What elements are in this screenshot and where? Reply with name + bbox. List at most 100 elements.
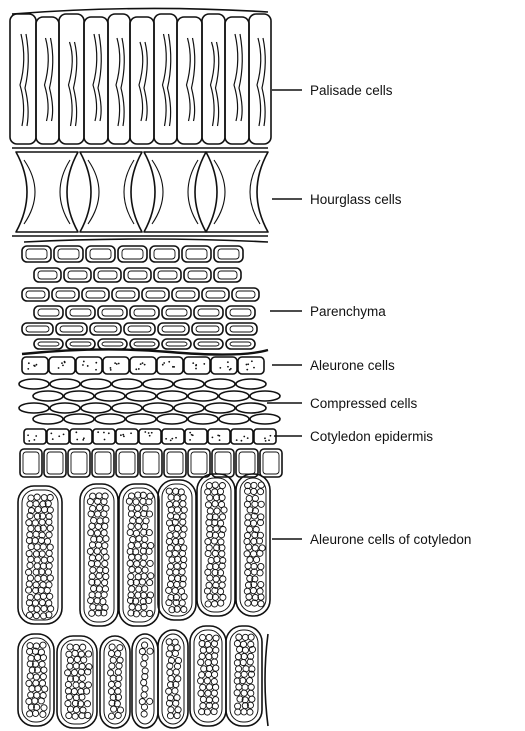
protein-grain (258, 601, 264, 607)
protein-grain (33, 501, 39, 507)
protein-grain (39, 680, 45, 686)
protein-grain (236, 634, 242, 640)
protein-grain (34, 557, 40, 563)
epidermis-granule (243, 436, 245, 438)
protein-grain (206, 482, 212, 488)
parenchyma-lumen (196, 326, 219, 332)
parenchyma-lumen (230, 326, 253, 332)
protein-grain (221, 507, 227, 513)
parenchyma-lumen (60, 326, 83, 332)
protein-grain (244, 532, 250, 538)
compressed-cell (157, 391, 187, 401)
protein-grain (41, 507, 47, 513)
protein-grain (103, 554, 109, 560)
protein-grain (207, 575, 213, 581)
protein-grain (147, 648, 153, 654)
protein-grain (129, 586, 135, 592)
parenchyma-cell (90, 323, 121, 335)
epidermis-granule (151, 432, 153, 434)
protein-grain (180, 532, 186, 538)
epidermis-granule (212, 437, 214, 439)
protein-grain (90, 567, 96, 573)
parenchyma-lumen (230, 342, 251, 346)
aleurone-granule (172, 366, 174, 368)
protein-grain (95, 523, 101, 529)
aleurone-granule (168, 361, 170, 363)
epidermis-granule (122, 434, 124, 436)
protein-grain (207, 526, 213, 532)
protein-grain (102, 543, 108, 549)
compressed-cell-layer (19, 379, 280, 424)
label-cotyledon-epidermis: Cotyledon epidermis (310, 429, 433, 444)
protein-grain (102, 580, 108, 586)
protein-grain (40, 674, 46, 680)
protein-grain (205, 601, 211, 607)
protein-grain (249, 696, 255, 702)
protein-grain (128, 511, 134, 517)
parenchyma-lumen (122, 249, 143, 259)
protein-grain (240, 659, 246, 665)
protein-grain (257, 588, 263, 594)
protein-grain (174, 645, 180, 651)
aleurone-cell-layer (22, 357, 264, 374)
protein-grain (101, 592, 107, 598)
protein-grain (181, 526, 187, 532)
palisade-lumen (144, 42, 147, 121)
palisade-lumen (50, 38, 53, 121)
cotyledon-epidermis-layer (24, 429, 276, 444)
palisade-lumen (234, 34, 238, 121)
protein-grain (173, 700, 179, 706)
parenchyma-lumen (236, 291, 255, 298)
protein-grain (27, 575, 33, 581)
aleurone-cell (238, 357, 264, 374)
protein-grain (200, 684, 206, 690)
epidermis-granule (191, 434, 193, 436)
subepidermal-lumen (215, 452, 231, 474)
palisade-cell (249, 14, 271, 144)
palisade-lumen (121, 38, 124, 126)
protein-grain (147, 698, 153, 704)
protein-grain (38, 698, 44, 704)
leader-lines (267, 90, 302, 539)
protein-grain (32, 600, 38, 606)
protein-grain (245, 514, 251, 520)
protein-grain (214, 556, 220, 562)
protein-grain (169, 525, 175, 531)
protein-grain (128, 573, 134, 579)
protein-grain (167, 545, 173, 551)
protein-grain (127, 560, 133, 566)
aleurone-granule (251, 360, 253, 362)
protein-grain (250, 520, 256, 526)
protein-grain (34, 654, 40, 660)
label-aleurone-cells-of-cotyledon: Aleurone cells of cotyledon (310, 532, 471, 547)
epidermis-granule (120, 434, 122, 436)
compressed-cell (174, 379, 204, 389)
protein-grain (96, 504, 102, 510)
compressed-cell (33, 414, 63, 424)
protein-grain (96, 542, 102, 548)
protein-grain (34, 544, 40, 550)
palisade-cell (59, 14, 84, 144)
aleurone-cell (49, 357, 75, 374)
epidermis-granule (148, 432, 150, 434)
aleurone-cell (76, 357, 102, 374)
protein-grain (141, 642, 147, 648)
protein-grain (166, 688, 172, 694)
aleurone-cell (103, 357, 129, 374)
parenchyma-lumen (38, 309, 59, 316)
compressed-cell (95, 414, 125, 424)
protein-grain (84, 701, 90, 707)
protein-grain (48, 606, 54, 612)
palisade-lumen (25, 34, 28, 126)
aleurone-granule (192, 362, 194, 364)
protein-grain (173, 532, 179, 538)
protein-grain (218, 539, 224, 545)
protein-grain (212, 489, 218, 495)
protein-grain (173, 501, 179, 507)
protein-grain (85, 651, 91, 657)
protein-grain (136, 518, 142, 524)
hourglass-inner-wall (24, 160, 35, 224)
aleurone-granule (58, 367, 60, 369)
protein-grain (28, 556, 34, 562)
compressed-cell (236, 403, 266, 413)
